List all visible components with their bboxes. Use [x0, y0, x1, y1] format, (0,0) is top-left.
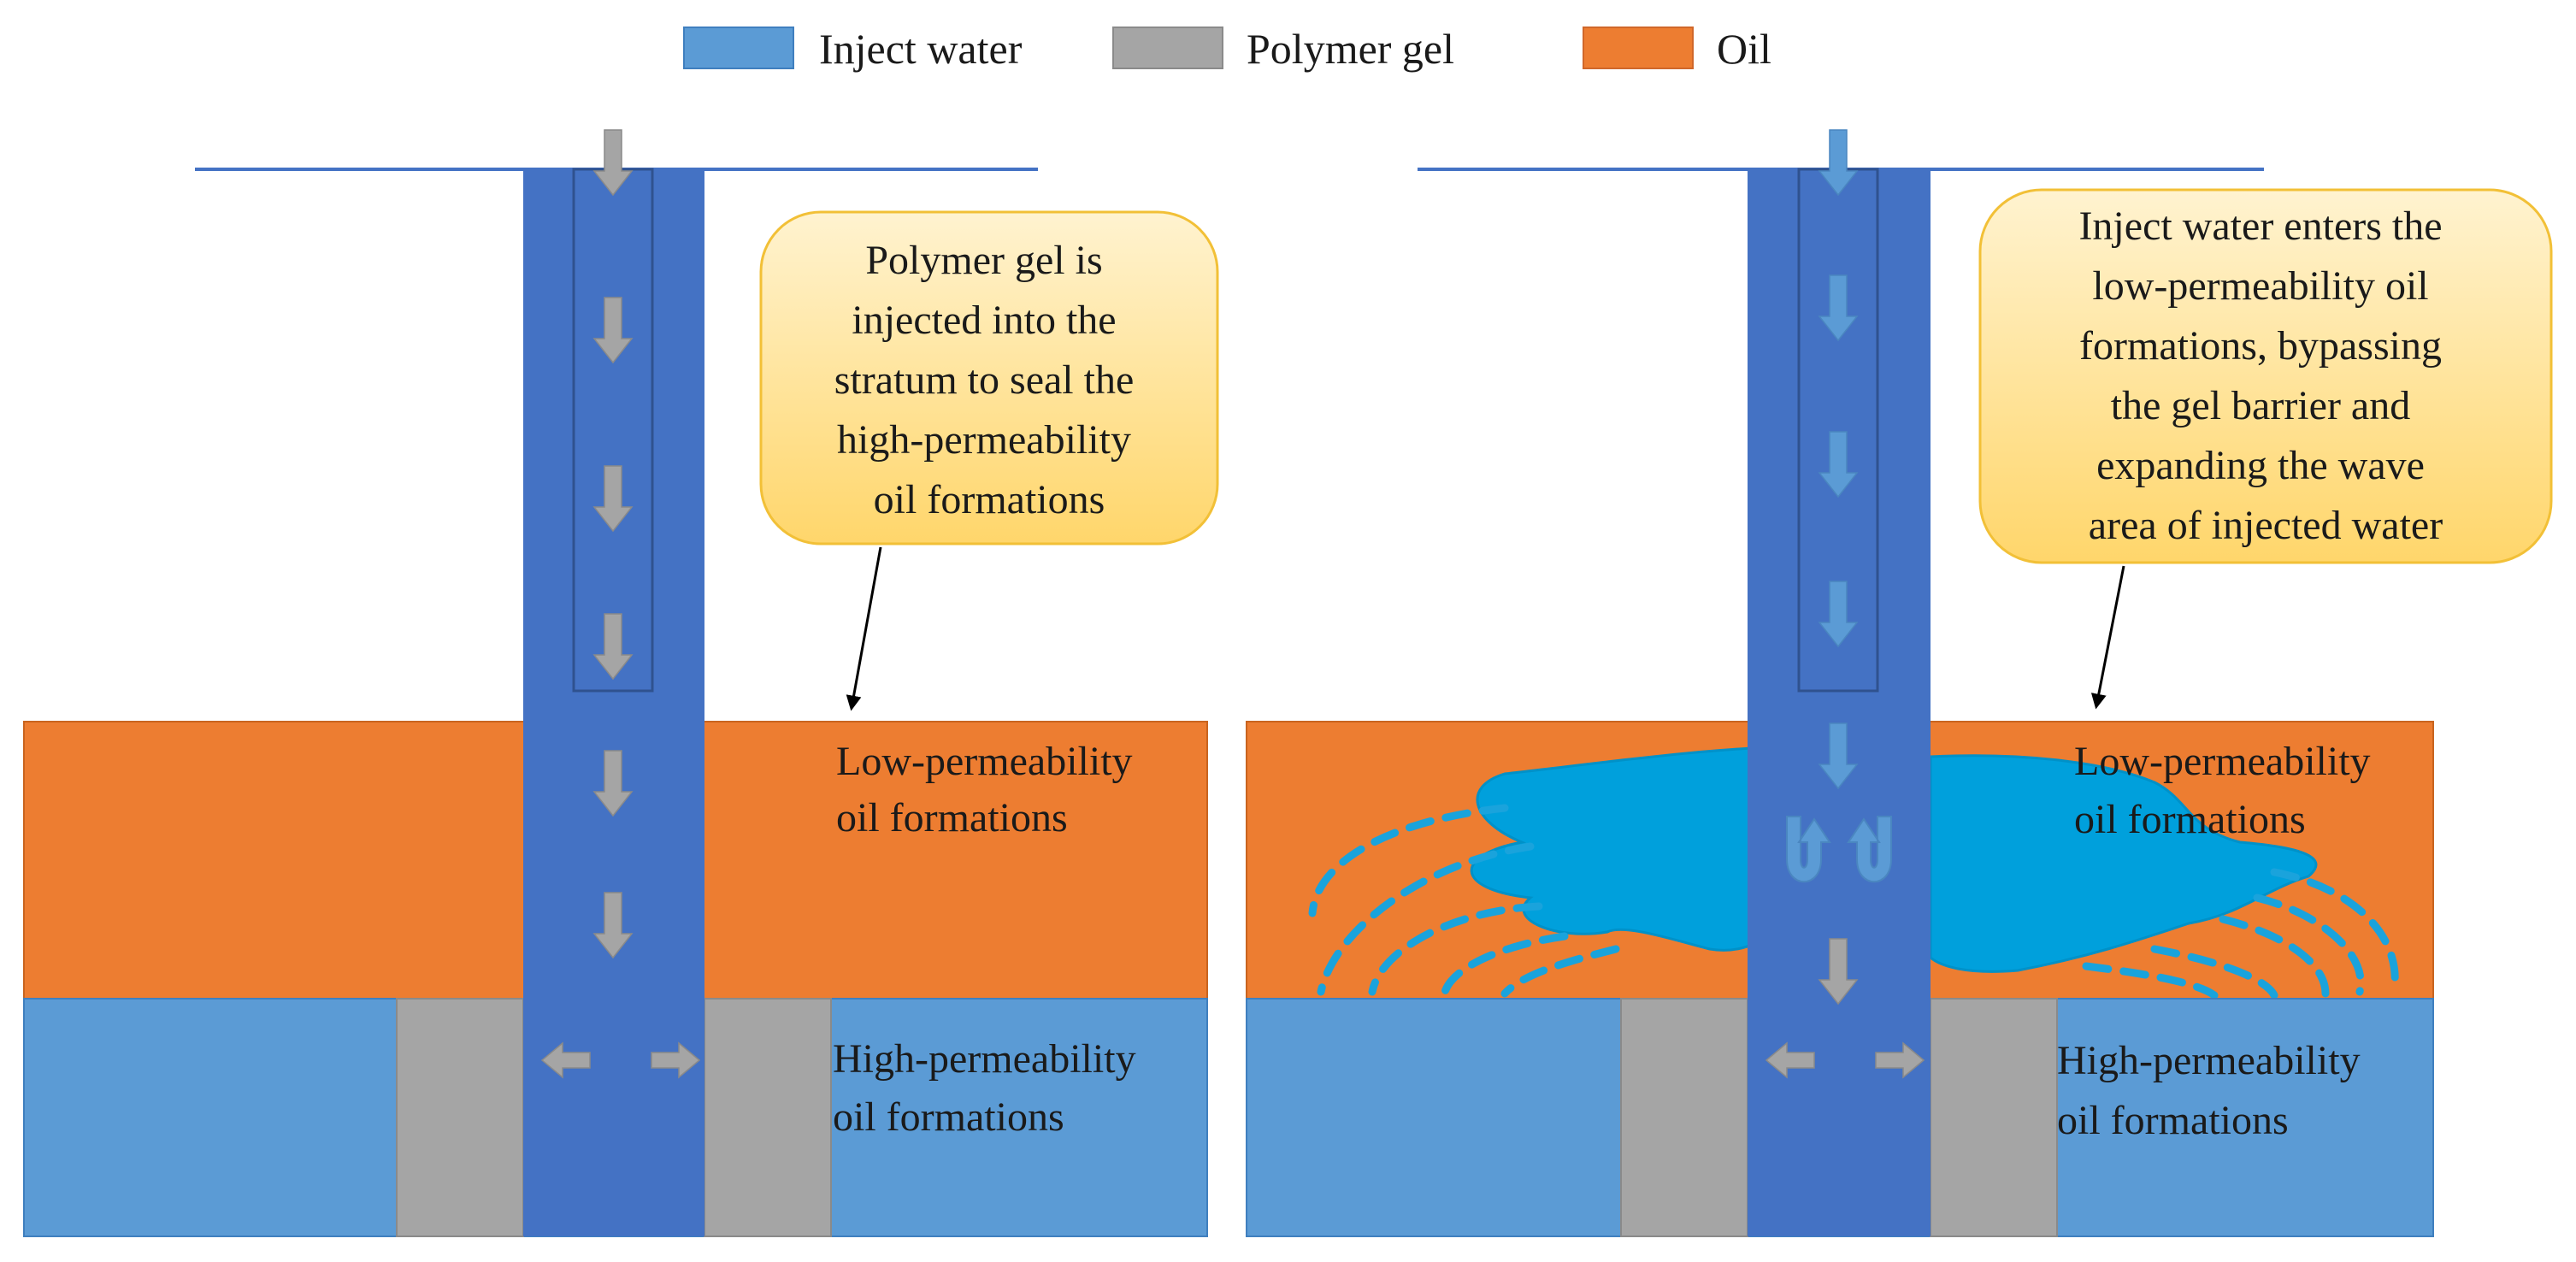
flow-path-dashed — [2150, 945, 2278, 1000]
polymer-gel-barrier-left — [396, 998, 524, 1237]
water-u-turn-arrow-left — [1786, 816, 1831, 883]
label-line: oil formations — [2074, 797, 2306, 842]
flow-path-dashed — [2270, 868, 2399, 996]
flow-path-dashed — [1500, 945, 1620, 998]
flow-path-dashed — [2082, 962, 2219, 1000]
polymer-gel-barrier-left — [1620, 998, 1748, 1237]
flow-path-dashed — [2219, 915, 2330, 998]
water-plume-right — [1929, 754, 2318, 973]
callout-line: oil formations — [874, 477, 1105, 522]
legend-swatch-oil — [1583, 27, 1694, 69]
polymer-gel-barrier-right — [1930, 998, 2058, 1237]
flow-path-dashed — [2253, 893, 2365, 996]
left-panel: Polymer gel is injected into the stratum… — [23, 129, 1219, 1237]
label-line: High-permeability — [2057, 1038, 2361, 1083]
label-line: oil formations — [836, 795, 1068, 840]
label-line: oil formations — [833, 1094, 1064, 1140]
right-panel: Inject water enters the low-permeability… — [1246, 129, 2553, 1237]
low-permeability-label: Low-permeability oil formations — [2074, 739, 2381, 842]
callout-line: the gel barrier and — [2111, 383, 2410, 428]
legend-label-oil: Oil — [1717, 25, 1771, 73]
water-plume-left — [1470, 746, 1763, 952]
label-line: oil formations — [2057, 1098, 2289, 1143]
callout-line: stratum to seal the — [834, 357, 1135, 403]
callout-text: Inject water enters the low-permeability… — [2078, 203, 2452, 548]
flow-path-dashed — [1317, 842, 1535, 996]
label-line: Low-permeability — [2074, 739, 2371, 784]
callout-line: high-permeability — [837, 417, 1131, 463]
callout-text: Polymer gel is injected into the stratum… — [834, 238, 1145, 522]
legend: Inject water Polymer gel Oil — [683, 25, 1771, 73]
callout-line: Polymer gel is — [865, 238, 1102, 283]
water-u-turn-arrow-right — [1847, 816, 1892, 883]
legend-label-polymer-gel: Polymer gel — [1247, 25, 1454, 73]
callout-line: low-permeability oil — [2092, 263, 2428, 309]
callout-line: Inject water enters the — [2078, 203, 2442, 249]
low-permeability-label: Low-permeability oil formations — [836, 739, 1143, 840]
callout-line: injected into the — [852, 298, 1116, 343]
callout-pointer-arrow — [2090, 565, 2125, 710]
label-line: High-permeability — [833, 1036, 1136, 1082]
callout-line: area of injected water — [2089, 503, 2443, 548]
flow-path-dashed — [1441, 932, 1569, 996]
legend-label-inject-water: Inject water — [819, 25, 1023, 73]
label-line: Low-permeability — [836, 739, 1133, 784]
callout-line: formations, bypassing — [2079, 323, 2442, 369]
callout-line: expanding the wave — [2096, 443, 2425, 488]
high-permeability-label: High-permeability oil formations — [833, 1036, 1147, 1140]
callout-pointer-arrow — [846, 546, 882, 711]
flow-path-dashed — [1308, 804, 1509, 917]
flow-path-dashed — [1368, 902, 1543, 996]
callout-box — [759, 210, 1219, 545]
callout-box — [1978, 188, 2553, 564]
legend-swatch-polymer-gel — [1112, 27, 1223, 69]
high-permeability-label: High-permeability oil formations — [2057, 1038, 2371, 1143]
polymer-gel-barrier-right — [704, 998, 832, 1237]
legend-swatch-inject-water — [683, 27, 794, 69]
